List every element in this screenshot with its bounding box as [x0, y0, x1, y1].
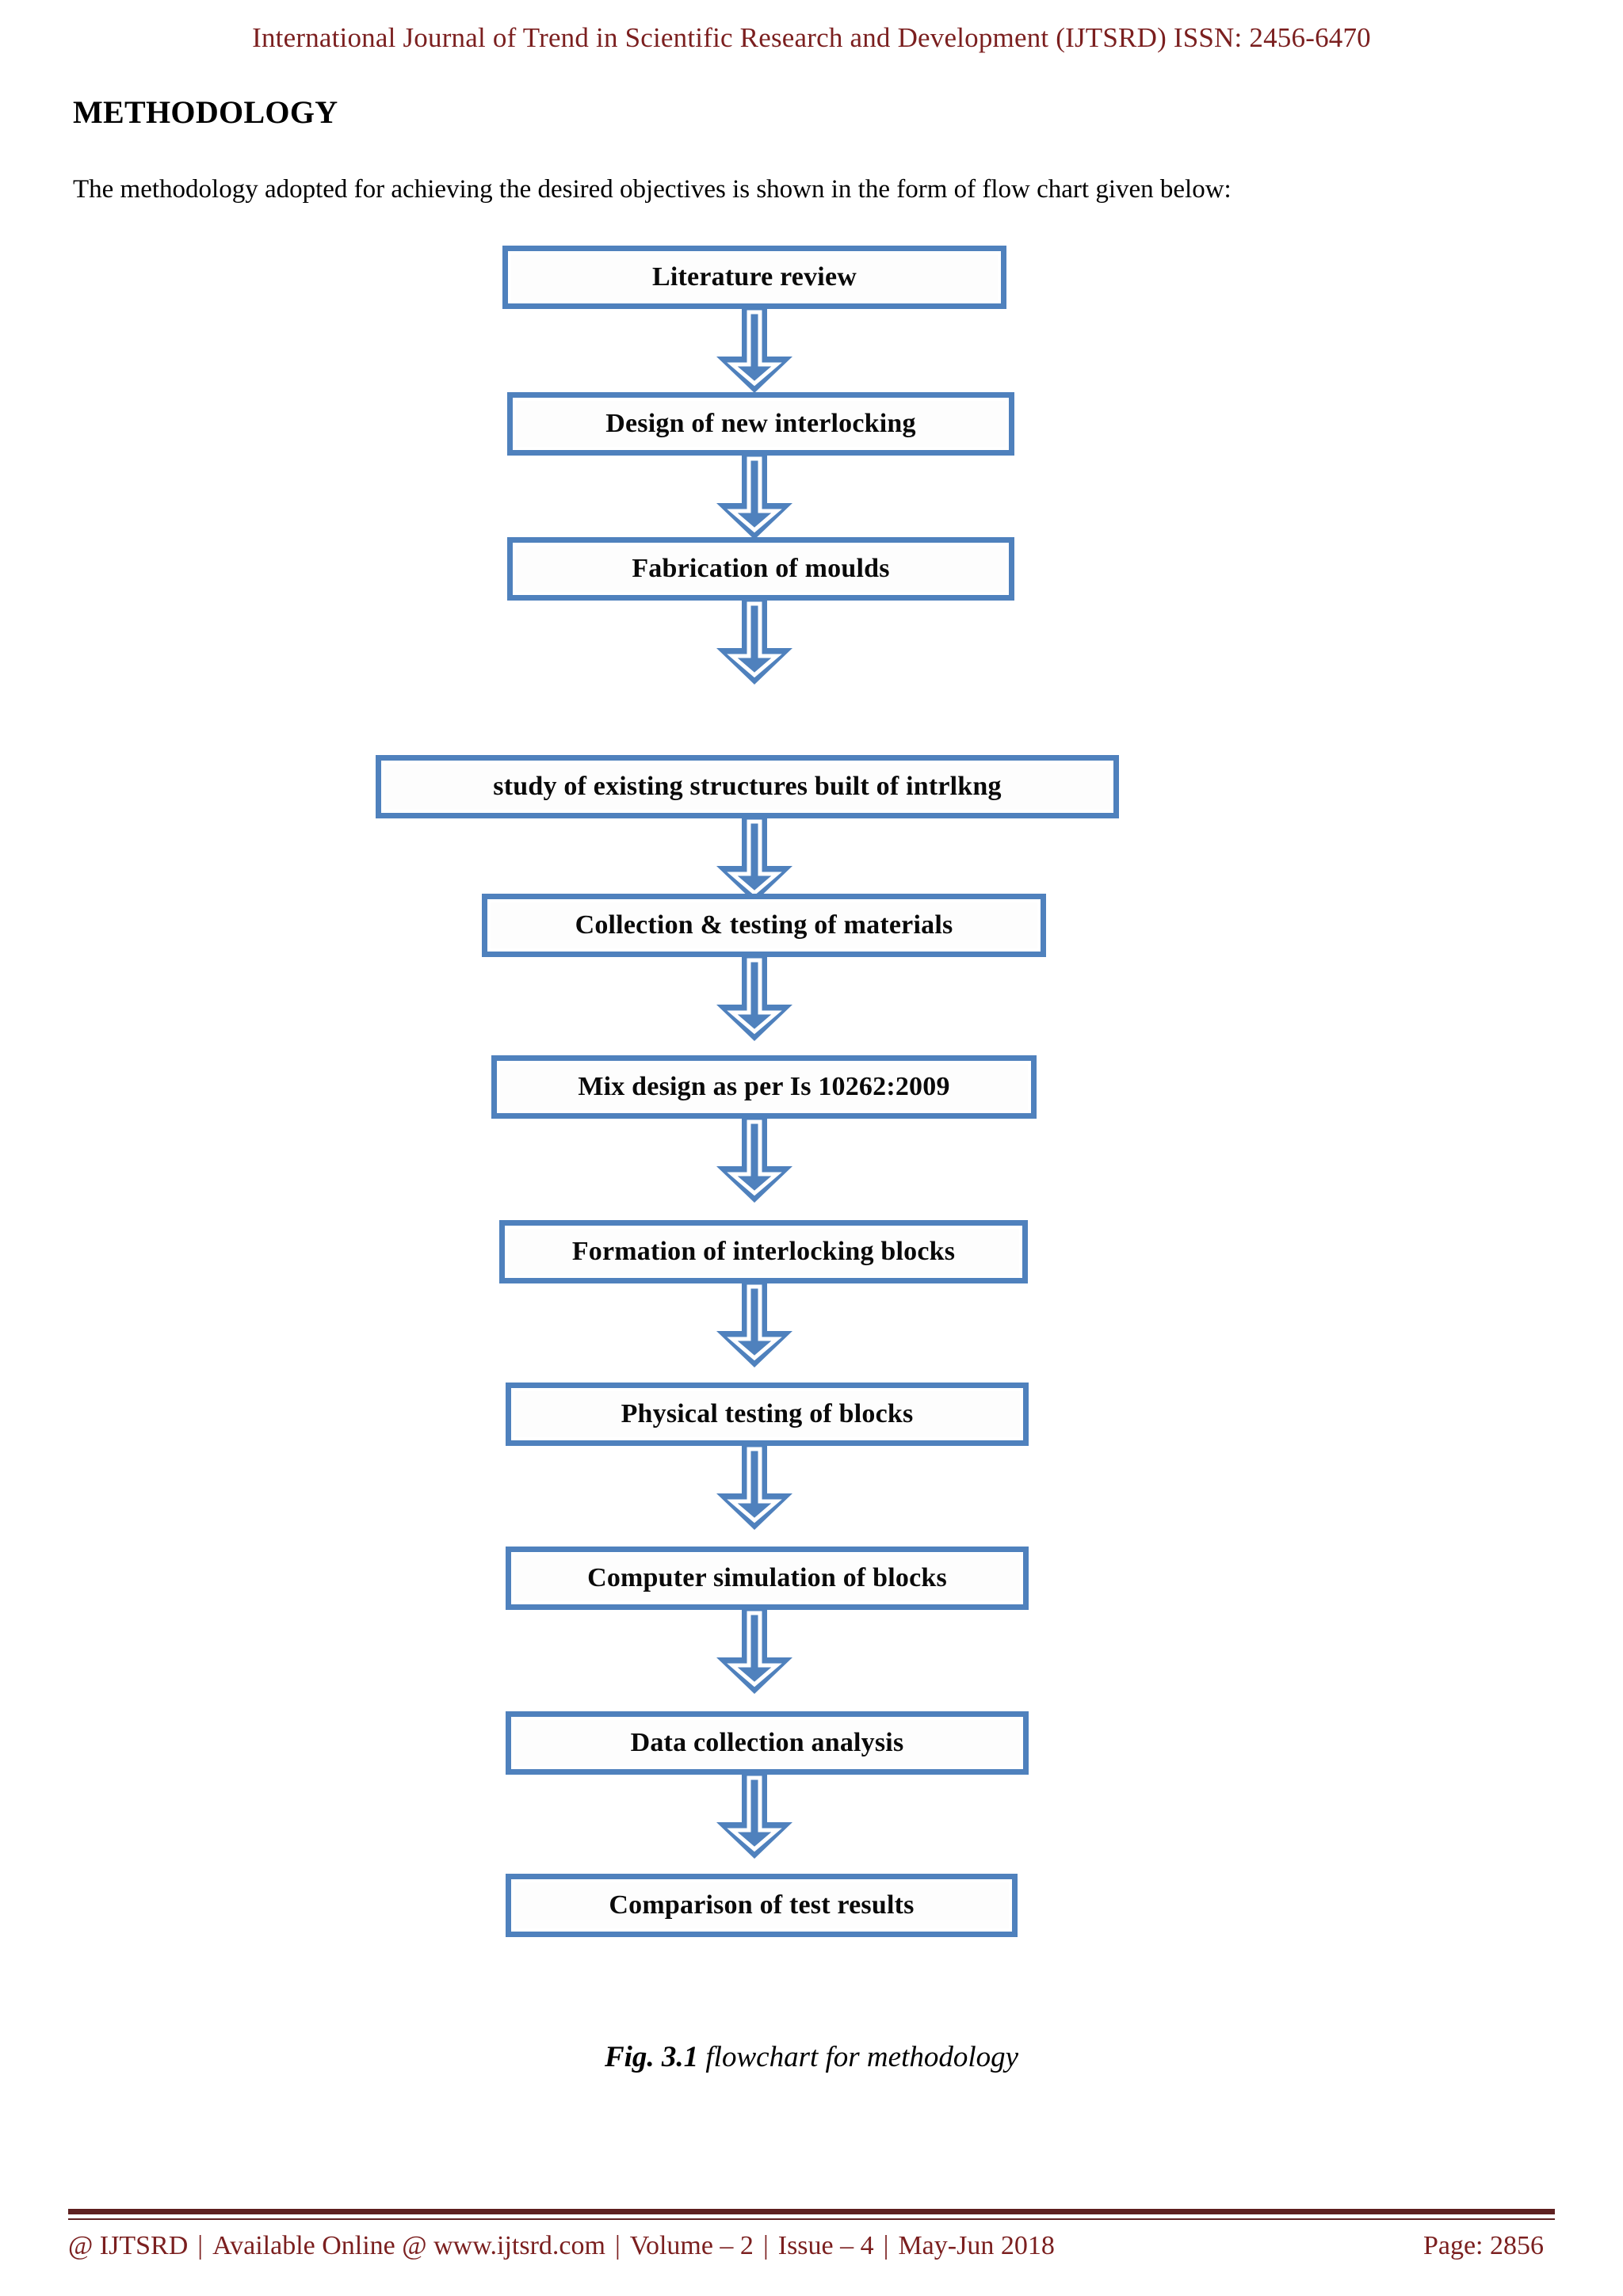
footer-rule-thin [68, 2218, 1555, 2220]
flow-node-label: Data collection analysis [630, 1728, 904, 1757]
flow-arrow-down-icon [713, 1773, 796, 1860]
flow-arrow-down-icon [713, 1282, 796, 1369]
flow-node: Data collection analysis [506, 1711, 1029, 1775]
figure-number: Fig. 3.1 [604, 2041, 699, 2073]
journal-running-head: International Journal of Trend in Scient… [252, 22, 1371, 53]
flow-node-frame: Comparison of test results [511, 1879, 1012, 1932]
footer-separator: | [614, 2231, 621, 2260]
flow-node-label: Comparison of test results [609, 1890, 915, 1920]
flow-node-label: study of existing structures built of in… [493, 772, 1002, 801]
flow-arrow-down-icon [713, 454, 796, 541]
flow-arrow-down-icon [713, 817, 796, 904]
page-title: METHODOLOGY [73, 94, 338, 130]
flow-node-label: Design of new interlocking [605, 409, 916, 438]
page-footer: @ IJTSRD | Available Online @ www.ijtsrd… [68, 2209, 1555, 2282]
footer-content: @ IJTSRD | Available Online @ www.ijtsrd… [68, 2231, 1555, 2261]
footer-period: May-Jun 2018 [898, 2231, 1055, 2260]
flow-node: Literature review [502, 246, 1006, 309]
footer-brand: @ IJTSRD [68, 2231, 189, 2260]
footer-availability[interactable]: Available Online @ www.ijtsrd.com [212, 2231, 605, 2260]
footer-page-number: Page: 2856 [1423, 2231, 1544, 2260]
figure-caption-text: flowchart for methodology [698, 2041, 1019, 2073]
flow-node-label: Physical testing of blocks [621, 1399, 914, 1428]
flow-node: Computer simulation of blocks [506, 1547, 1029, 1610]
flow-node-label: Mix design as per Is 10262:2009 [578, 1072, 950, 1101]
flow-node-frame: Literature review [508, 251, 1001, 303]
flow-node-frame: study of existing structures built of in… [381, 761, 1113, 813]
flow-node: study of existing structures built of in… [376, 755, 1119, 818]
flow-arrow-down-icon [713, 599, 796, 686]
figure-caption: Fig. 3.1 flowchart for methodology [0, 2040, 1623, 2074]
footer-volume: Volume – 2 [629, 2231, 754, 2260]
flow-node: Fabrication of moulds [507, 537, 1014, 601]
flow-node-frame: Mix design as per Is 10262:2009 [497, 1061, 1031, 1113]
flow-node-frame: Collection & testing of materials [487, 899, 1041, 952]
flow-arrow-down-icon [713, 955, 796, 1043]
footer-separator: | [883, 2231, 889, 2260]
flow-node: Comparison of test results [506, 1874, 1018, 1937]
flow-node: Collection & testing of materials [482, 894, 1046, 957]
flow-node-label: Collection & testing of materials [575, 910, 953, 940]
footer-rule-thick [68, 2209, 1555, 2214]
footer-separator: | [762, 2231, 769, 2260]
flow-node: Formation of interlocking blocks [499, 1220, 1028, 1283]
flow-arrow-down-icon [713, 1444, 796, 1531]
methodology-flowchart: Literature review Design of new interloc… [0, 246, 1623, 2028]
flow-node: Mix design as per Is 10262:2009 [491, 1055, 1037, 1119]
flow-arrow-down-icon [713, 1608, 796, 1695]
flow-node-frame: Computer simulation of blocks [511, 1552, 1023, 1604]
flow-node-label: Literature review [652, 262, 857, 292]
flow-node-frame: Design of new interlocking [513, 398, 1009, 450]
flow-node: Design of new interlocking [507, 392, 1014, 456]
flow-node-frame: Fabrication of moulds [513, 543, 1009, 595]
flow-node-frame: Physical testing of blocks [511, 1388, 1023, 1440]
flow-node-label: Computer simulation of blocks [587, 1563, 947, 1592]
flow-node: Physical testing of blocks [506, 1383, 1029, 1446]
footer-issue: Issue – 4 [777, 2231, 874, 2260]
footer-left-group: @ IJTSRD | Available Online @ www.ijtsrd… [68, 2231, 1055, 2261]
flow-node-frame: Data collection analysis [511, 1717, 1023, 1769]
intro-paragraph: The methodology adopted for achieving th… [73, 175, 1232, 204]
flow-arrow-down-icon [713, 1117, 796, 1204]
flow-node-label: Formation of interlocking blocks [571, 1237, 956, 1266]
flow-arrow-down-icon [713, 307, 796, 395]
footer-separator: | [197, 2231, 204, 2260]
flow-node-frame: Formation of interlocking blocks [505, 1226, 1022, 1278]
flow-node-label: Fabrication of moulds [632, 554, 890, 583]
